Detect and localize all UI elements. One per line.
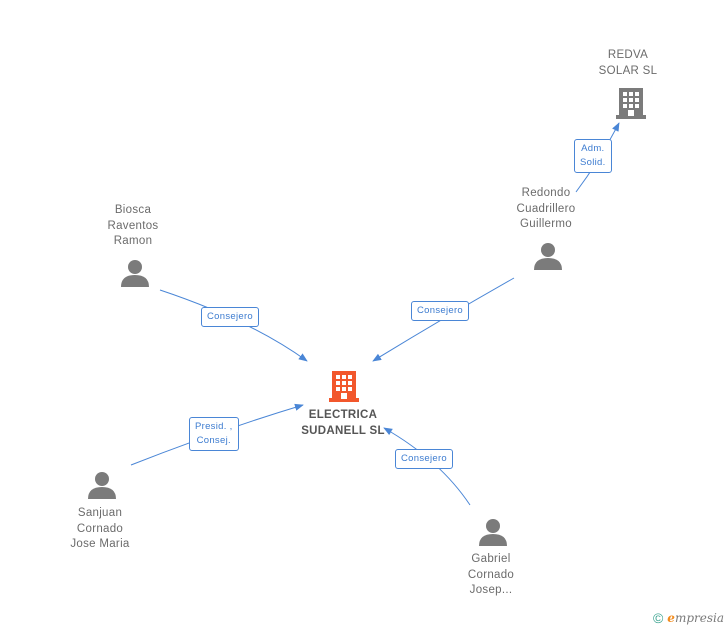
node-line: Redondo: [521, 187, 571, 199]
edge-label-redva: Adm. Solid.: [574, 139, 612, 173]
node-line: SUDANELL SL: [301, 424, 385, 437]
edge-label-sanjuan: Presid. , Consej.: [189, 417, 239, 451]
edge-label-line: Consejero: [207, 311, 254, 322]
node-line: Biosca: [114, 204, 152, 216]
edge-label-line: Consejero: [417, 305, 464, 316]
node-line: Cornado: [467, 568, 515, 581]
node-line: Cuadrillero: [516, 202, 576, 215]
edge-label-biosca: Consejero: [201, 307, 260, 327]
node-line: Raventos: [107, 219, 159, 232]
node-line: Cornado: [76, 522, 124, 535]
node-line: Sanjuan: [77, 507, 123, 519]
edge-label-line: Solid.: [580, 157, 606, 168]
edge-label-gabriel: Consejero: [395, 449, 454, 469]
node-redva-solar[interactable]: REDVA SOLAR SL: [588, 48, 668, 79]
edge-label-redondo: Consejero: [411, 301, 470, 321]
node-line: Gabriel: [471, 553, 511, 565]
node-redondo-cuadrillero[interactable]: Redondo Cuadrillero Guillermo: [498, 186, 594, 233]
building-icon[interactable]: [615, 86, 647, 120]
node-line: SOLAR SL: [598, 64, 658, 77]
person-icon[interactable]: [87, 470, 117, 500]
edge-label-line: Consejero: [401, 453, 448, 464]
edge-label-line: Presid. ,: [195, 421, 233, 432]
brand-logo: empresia: [667, 611, 724, 625]
copyright-icon: ©: [652, 610, 664, 626]
person-icon[interactable]: [478, 517, 508, 547]
node-line: Ramon: [113, 235, 153, 247]
edge-label-line: Consej.: [196, 435, 231, 446]
building-icon[interactable]: [328, 369, 360, 403]
node-line: REDVA: [607, 49, 649, 61]
person-icon[interactable]: [120, 258, 150, 288]
node-gabriel-cornado[interactable]: Gabriel Cornado Josep...: [446, 552, 536, 599]
node-line: Josep...: [469, 584, 513, 596]
node-biosca-raventos[interactable]: Biosca Raventos Ramon: [88, 203, 178, 250]
node-sanjuan-cornado[interactable]: Sanjuan Cornado Jose Maria: [52, 506, 148, 553]
person-icon[interactable]: [533, 241, 563, 271]
node-line: Guillermo: [520, 218, 572, 230]
edge-label-line: Adm.: [581, 143, 605, 154]
footer-brand: © empresia: [653, 610, 724, 626]
node-electrica-sudanell[interactable]: ELECTRICA SUDANELL SL: [293, 408, 393, 439]
node-line: ELECTRICA: [308, 409, 378, 421]
node-line: Jose Maria: [70, 538, 130, 550]
